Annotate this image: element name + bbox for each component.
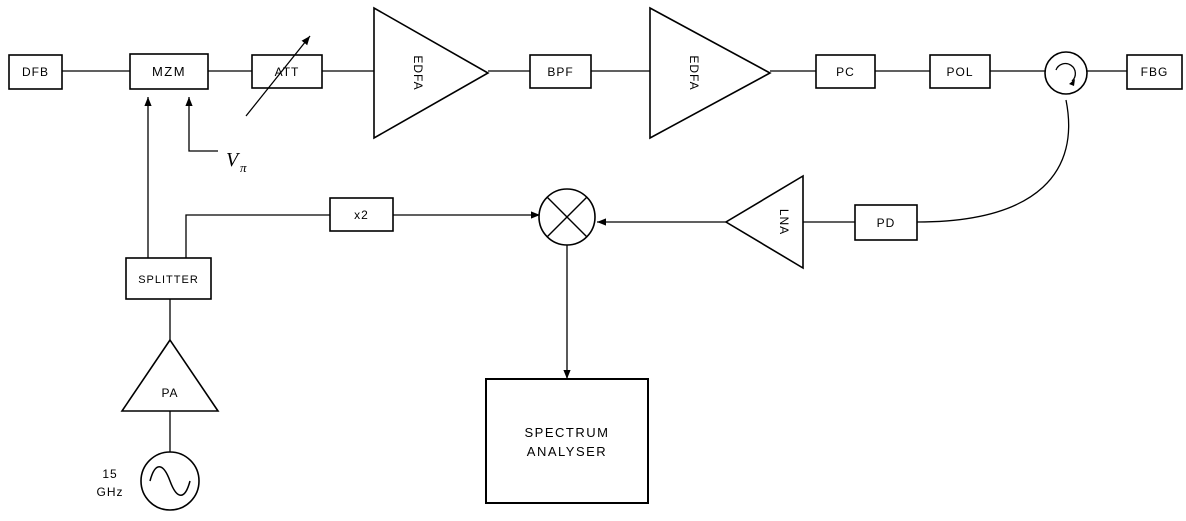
bpf-label: BPF <box>547 65 573 79</box>
splitter-block: SPLITTER <box>125 257 212 300</box>
edfa-2-amplifier: EDFA <box>649 6 772 140</box>
att-block: ATT <box>245 35 323 117</box>
rf-wires <box>144 97 1070 452</box>
circulator-arrow-icon <box>1055 62 1076 82</box>
fbg-label: FBG <box>1141 65 1169 79</box>
fbg-block: FBG <box>1126 54 1183 90</box>
circulator <box>1044 51 1088 95</box>
pol-label: POL <box>946 65 973 79</box>
bpf-block: BPF <box>529 54 592 89</box>
bias-symbol: V <box>226 149 241 171</box>
dfb-label: DFB <box>22 65 49 79</box>
rf-source: 15 GHz <box>97 451 200 511</box>
x2-block: x2 <box>329 197 394 232</box>
pa-amplifier: PA <box>120 338 220 412</box>
spectrum-analyser-label-line1: SPECTRUM <box>525 425 610 440</box>
lna-label: LNA <box>777 209 791 235</box>
variable-arrow-icon <box>245 35 311 117</box>
lna-amplifier: LNA <box>724 174 804 270</box>
pa-label: PA <box>161 386 178 400</box>
pc-block: PC <box>815 54 876 89</box>
pd-label: PD <box>877 216 896 230</box>
mzm-block: MZM <box>129 53 209 90</box>
source-frequency-value: 15 <box>102 467 117 481</box>
mzm-label: MZM <box>152 64 186 79</box>
mixer <box>538 188 596 246</box>
spectrum-analyser-block: SPECTRUM ANALYSER <box>485 378 649 504</box>
bias-subscript: π <box>240 160 247 175</box>
pc-label: PC <box>836 65 855 79</box>
sine-wave-icon <box>149 466 191 496</box>
x2-label: x2 <box>354 208 369 222</box>
edfa-2-label: EDFA <box>687 55 701 90</box>
att-label: ATT <box>275 65 300 79</box>
edfa-1-label: EDFA <box>411 55 425 90</box>
spectrum-analyser-label-line2: ANALYSER <box>527 444 607 459</box>
source-frequency-unit: GHz <box>97 485 124 499</box>
dfb-block: DFB <box>8 54 63 90</box>
edfa-1-amplifier: EDFA <box>373 6 490 140</box>
splitter-label: SPLITTER <box>138 274 199 286</box>
pol-block: POL <box>929 54 991 89</box>
bias-voltage-label: V π <box>226 149 247 175</box>
pd-block: PD <box>854 204 918 241</box>
